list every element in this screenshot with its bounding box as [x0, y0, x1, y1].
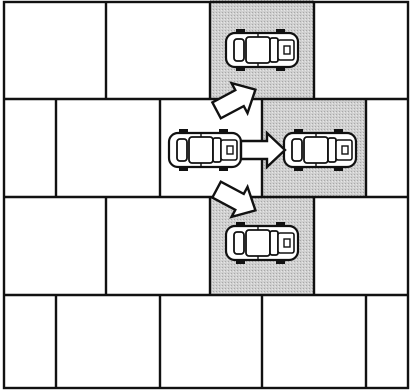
car-icon-right	[284, 129, 356, 171]
car-icon-origin	[169, 129, 241, 171]
car-icon-up	[226, 29, 298, 71]
car-icon-down	[226, 222, 298, 264]
